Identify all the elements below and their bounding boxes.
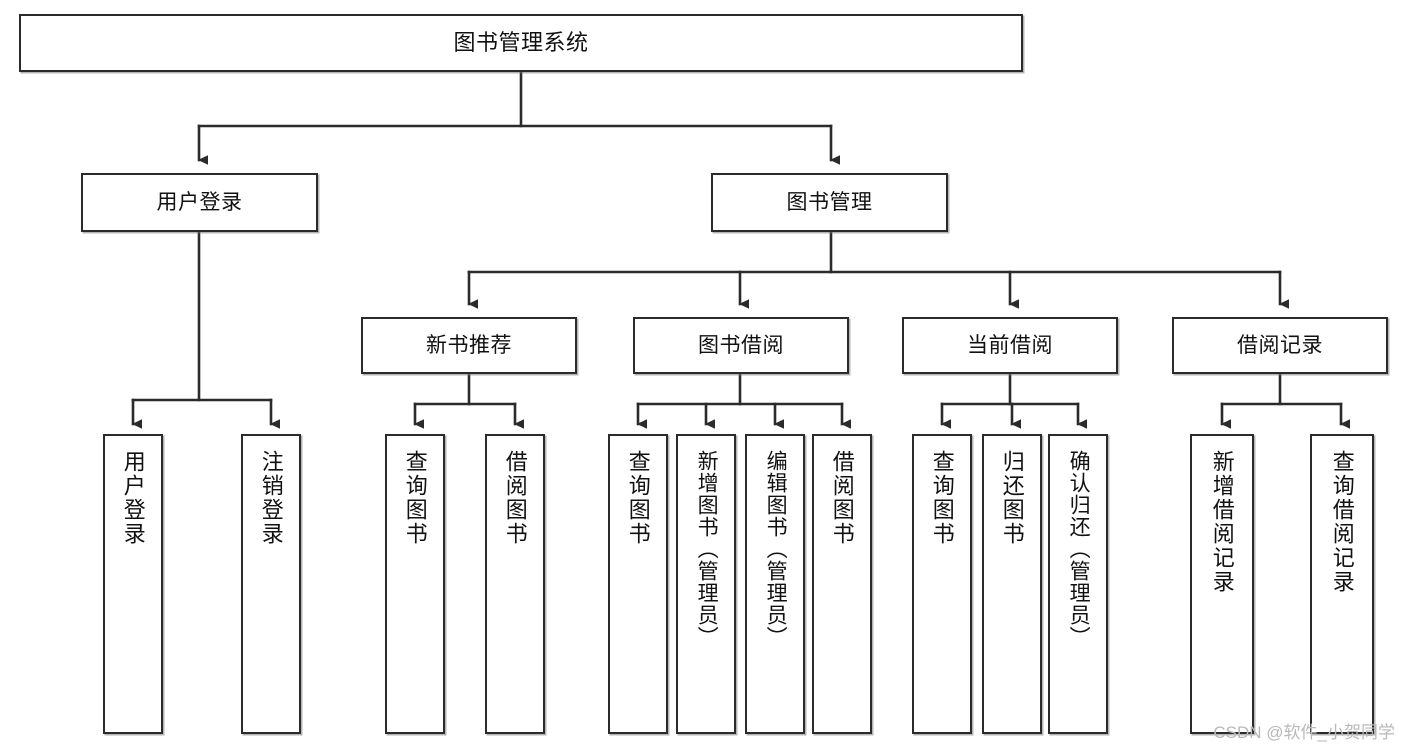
node-label: 新增借阅记录 (1209, 450, 1235, 594)
node-label: 查询借阅记录 (1329, 450, 1355, 594)
node-borrow-records[interactable]: 借阅记录 (1172, 317, 1388, 374)
node-label: 当前借阅 (967, 333, 1053, 357)
node-user-login[interactable]: 用户登录 (81, 173, 318, 232)
node-label: 图书管理 (786, 190, 873, 214)
node-label: 查询图书 (402, 450, 428, 546)
node-label: 编辑图书（管理员） (764, 450, 788, 648)
leaf-query-book-new[interactable]: 查询图书 (385, 434, 445, 734)
node-book-borrow[interactable]: 图书借阅 (633, 317, 849, 374)
node-current-borrow[interactable]: 当前借阅 (902, 317, 1118, 374)
node-label: 图书借阅 (698, 333, 784, 357)
node-new-book-recommendation[interactable]: 新书推荐 (361, 317, 577, 374)
node-root-system[interactable]: 图书管理系统 (19, 14, 1023, 72)
node-label: 注销登录 (258, 450, 284, 546)
node-label: 新增图书（管理员） (695, 450, 719, 648)
node-label: 图书管理系统 (453, 29, 589, 55)
leaf-logout[interactable]: 注销登录 (241, 434, 301, 734)
node-label: 借阅图书 (829, 450, 855, 546)
node-label: 借阅记录 (1237, 333, 1323, 357)
leaf-query-book-borrow[interactable]: 查询图书 (608, 434, 668, 734)
node-label: 新书推荐 (426, 333, 512, 357)
leaf-query-book-current[interactable]: 查询图书 (912, 434, 972, 734)
leaf-return-book[interactable]: 归还图书 (982, 434, 1042, 734)
leaf-query-borrow-record[interactable]: 查询借阅记录 (1310, 434, 1374, 734)
node-label: 用户登录 (156, 190, 243, 214)
leaf-borrow-book-new[interactable]: 借阅图书 (485, 434, 545, 734)
leaf-edit-book-admin[interactable]: 编辑图书（管理员） (745, 434, 805, 734)
watermark-text: CSDN @软件_小贺同学 (1213, 723, 1395, 742)
node-label: 确认归还（管理员） (1067, 450, 1091, 648)
node-label: 查询图书 (929, 450, 955, 546)
leaf-add-book-admin[interactable]: 新增图书（管理员） (676, 434, 736, 734)
node-label: 用户登录 (120, 450, 146, 546)
node-label: 查询图书 (625, 450, 651, 546)
leaf-confirm-return-admin[interactable]: 确认归还（管理员） (1048, 434, 1108, 734)
leaf-add-borrow-record[interactable]: 新增借阅记录 (1190, 434, 1254, 734)
node-label: 借阅图书 (502, 450, 528, 546)
leaf-user-login[interactable]: 用户登录 (103, 434, 163, 734)
node-label: 归还图书 (999, 450, 1025, 546)
node-book-management[interactable]: 图书管理 (711, 173, 948, 232)
leaf-borrow-book[interactable]: 借阅图书 (812, 434, 872, 734)
